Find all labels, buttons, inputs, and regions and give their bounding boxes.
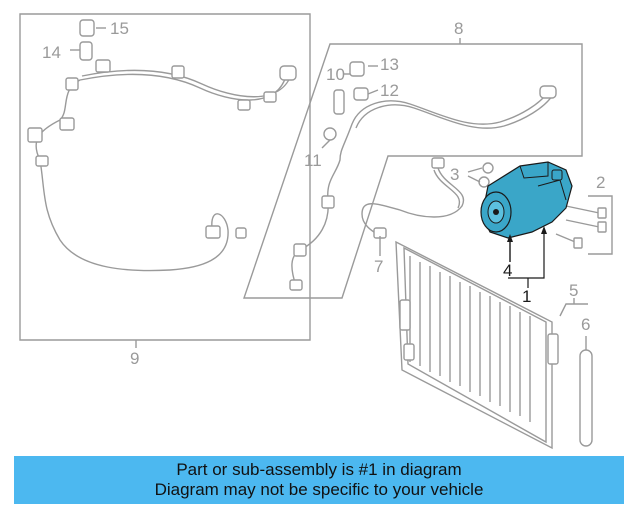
callout-14: 14 bbox=[42, 43, 61, 62]
hose-assembly-9 bbox=[27, 59, 297, 272]
ac-compressor bbox=[480, 161, 573, 239]
callout-8: 8 bbox=[454, 19, 463, 38]
valve-cap-13 bbox=[349, 61, 365, 77]
callout-6: 6 bbox=[581, 315, 590, 334]
valve-core-14 bbox=[79, 41, 93, 61]
callout-4: 4 bbox=[503, 261, 512, 280]
callout-11: 11 bbox=[304, 151, 322, 170]
valve-core-10 bbox=[333, 89, 345, 115]
info-banner: Part or sub-assembly is #1 in diagram Di… bbox=[14, 456, 624, 504]
bolt-set-2 bbox=[555, 195, 613, 255]
hose-assembly-8 bbox=[289, 85, 557, 291]
callout-3: 3 bbox=[450, 165, 459, 184]
callout-2: 2 bbox=[596, 173, 605, 192]
callout-1: 1 bbox=[522, 287, 531, 306]
o-ring-11 bbox=[323, 127, 337, 141]
hose-assembly-7 bbox=[361, 157, 465, 239]
condenser-5 bbox=[395, 240, 559, 450]
callout-5: 5 bbox=[569, 281, 578, 300]
callout-15: 15 bbox=[110, 19, 129, 38]
callout-12: 12 bbox=[380, 81, 399, 100]
callout-7: 7 bbox=[374, 257, 383, 276]
valve-cap-15 bbox=[79, 19, 95, 37]
hose-group-8-frame bbox=[243, 43, 583, 299]
banner-line-2: Diagram may not be specific to your vehi… bbox=[154, 480, 484, 499]
valve-cap-12 bbox=[353, 87, 369, 101]
callout-10: 10 bbox=[326, 65, 345, 84]
bolt-3 bbox=[467, 162, 494, 188]
callout-13: 13 bbox=[380, 55, 399, 74]
hose-group-9-frame bbox=[19, 13, 311, 341]
banner-line-1: Part or sub-assembly is #1 in diagram bbox=[176, 460, 462, 479]
callout-9: 9 bbox=[130, 349, 139, 368]
receiver-drier-6 bbox=[579, 336, 593, 447]
